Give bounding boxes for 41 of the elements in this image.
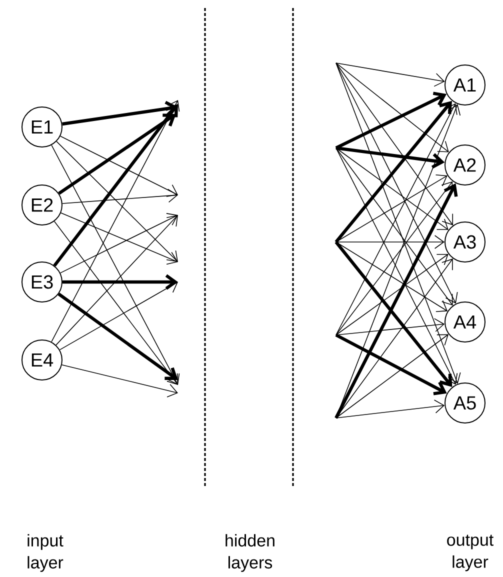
arrow — [334, 183, 458, 419]
arrow — [58, 114, 176, 195]
layer-label: input layer — [28, 534, 64, 572]
arrow — [336, 334, 449, 418]
layer-label: hidden layers — [226, 534, 274, 572]
arrow — [53, 104, 178, 267]
arrow — [336, 400, 445, 418]
arrow — [334, 100, 452, 243]
arrow — [51, 144, 180, 385]
arrow — [60, 136, 178, 197]
arrow — [54, 220, 178, 385]
layer-label: output layer — [447, 534, 494, 572]
arrow — [60, 212, 178, 265]
arrow — [336, 174, 448, 242]
arrow — [51, 100, 180, 342]
arrow — [336, 62, 454, 226]
arrow — [336, 148, 458, 385]
arrow — [335, 334, 447, 396]
arrow — [56, 215, 178, 346]
arrow — [336, 258, 453, 418]
arrow — [336, 148, 453, 306]
arrow — [336, 235, 444, 249]
arrow — [336, 62, 449, 152]
arrow — [336, 103, 458, 336]
arrow — [334, 241, 452, 387]
arrow — [336, 148, 448, 230]
arrow — [336, 181, 453, 336]
arrow — [336, 62, 445, 87]
arrow — [336, 62, 458, 304]
arrow — [335, 92, 447, 150]
arrow — [62, 364, 178, 398]
arrow — [62, 274, 178, 290]
arrow — [56, 141, 178, 262]
arrow — [60, 213, 178, 274]
arrow — [336, 146, 445, 169]
arrow — [58, 292, 178, 380]
arrow — [336, 254, 448, 336]
arrow — [336, 242, 448, 312]
arrow — [59, 280, 178, 350]
arrow — [62, 188, 178, 204]
arrow — [336, 62, 461, 384]
